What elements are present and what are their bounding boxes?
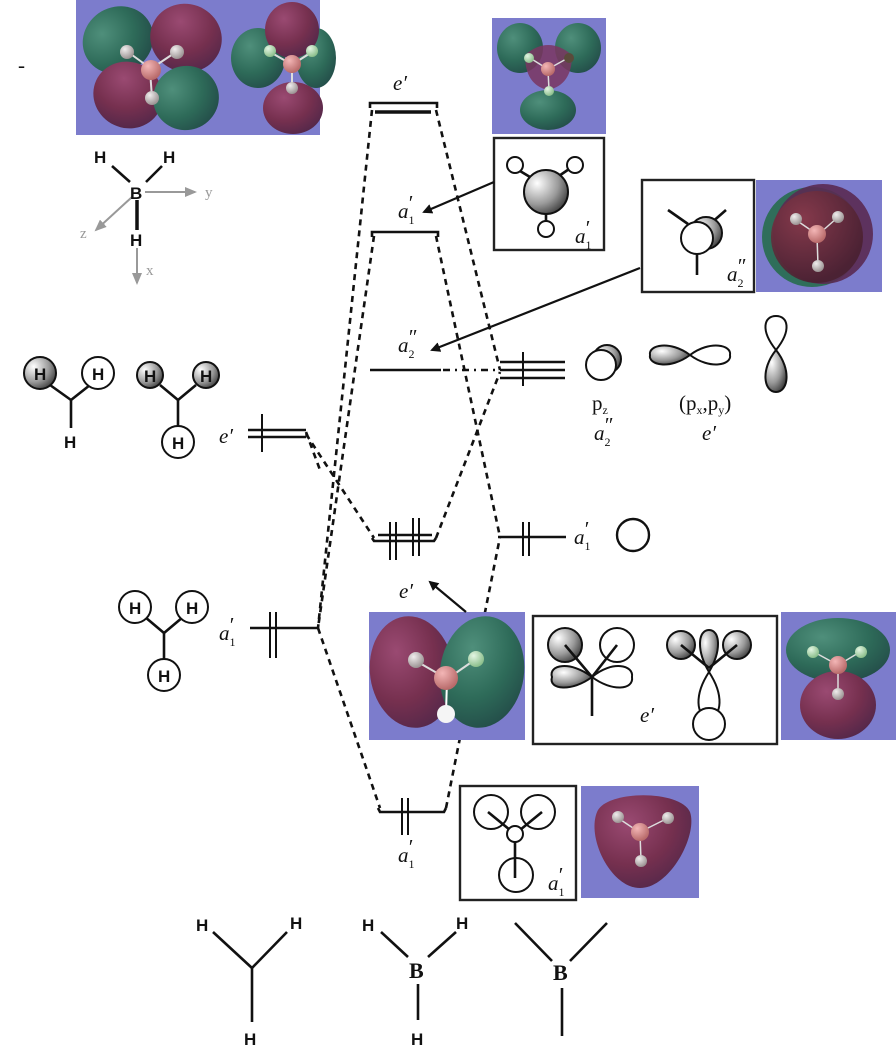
arrow-a1-upper [422,180,495,214]
orbital-render-e-prime-bonding-2 [781,612,896,740]
coord-atom-h1: H [94,148,106,167]
b-label-e-prime: e′ [702,421,716,445]
mo-level-e-prime-bonding: e′ [370,518,438,603]
mo-level-e-prime-antibonding: e′ [368,71,439,114]
b-atom: B [409,958,424,983]
mo-label-a1-prime-lower: a1′ [398,835,415,871]
h3-e-prime-group-orbital-2: H H H [136,361,220,459]
arrow-e-prime-bonding [428,580,467,613]
h3-label-e-prime: e′ [219,424,233,448]
b-pz-orbital: pz a2″ [585,344,622,449]
orbital-render-e-prime-antibonding-pair [76,0,336,135]
mo-level-a1-prime-antibonding: a1′ [370,191,440,237]
sketch-a1-prime-antibonding: a1′ [492,136,606,252]
arrow-a2 [430,266,641,352]
sketch-label-a1-upper: a1′ [575,216,592,252]
h-atom: H [144,367,156,386]
orbital-render-e-prime-bonding [369,612,525,740]
fragment-level-b-2s: a1′ [498,517,651,556]
h-atom: H [411,1030,423,1049]
h-atom: H [129,599,141,618]
sketch-label-a2: a2″ [727,254,746,290]
h-atom: H [172,434,184,453]
mo-level-a1-prime-bonding: a1′ [376,798,448,871]
correlation-lines [304,109,502,809]
fragment-level-h3-a1-prime: a1′ [219,612,318,658]
h-atom: H [200,367,212,386]
h3-a1-prime-group-orbital: H H H [118,590,209,692]
axis-y-label: y [205,185,213,201]
h-atom: H [158,667,170,686]
h-atom: H [64,433,76,452]
h-atom: H [196,916,208,935]
coordinate-system: H H B H x y z [80,148,213,285]
sketch-a1-prime-bonding: a1′ [458,784,578,902]
h-atom: H [186,599,198,618]
h-atom: H [362,916,374,935]
coord-atom-b: B [130,184,142,203]
b-px-py-orbitals: (px,py) e′ [648,314,788,445]
orbital-render-a2-dprime [756,180,882,292]
fragment-level-b-2p [500,352,565,386]
dash-mark: - [18,53,25,77]
b-atom: B [553,960,568,985]
coord-atom-h2: H [163,148,175,167]
fragment-level-h3-e-prime: e′ [219,414,306,452]
axis-x-label: x [146,263,154,279]
s-orbital-icon [615,517,651,553]
mo-label-a2-dprime: a2″ [398,325,417,361]
h3-e-prime-group-orbital-1: H H H [23,356,115,452]
b-label-pxpy: (px,py) [679,391,731,417]
structure-bh3: H H B H [362,914,468,1049]
h-atom: H [92,365,104,384]
structure-b: B [514,922,608,1036]
mo-label-e-prime-top: e′ [393,71,407,95]
b-label-pz: pz [592,391,608,417]
sketch-a2-dprime: a2″ [640,178,756,294]
h-atom: H [34,365,46,384]
h-atom: H [244,1030,256,1049]
h3-label-a1-prime: a1′ [219,613,236,649]
b-label-a2-dprime: a2″ [594,413,613,449]
coord-atom-h3: H [130,231,142,250]
mo-label-e-prime-bonding: e′ [399,579,413,603]
h-atom: H [456,914,468,933]
axis-z-label: z [80,226,87,242]
mo-level-a2-dprime-nonbonding: a2″ [370,325,500,372]
sketch-label-a1-lower: a1′ [548,863,565,899]
b-label-a1-prime: a1′ [574,517,591,553]
orbital-render-a1-antibonding [492,18,606,134]
sketch-label-e-prime: e′ [640,703,654,727]
structure-h3: H H H [196,914,302,1049]
orbital-render-a1-prime-bonding [581,786,699,898]
h-atom: H [290,914,302,933]
mo-label-a1-prime-upper: a1′ [398,191,415,227]
sketch-e-prime-bonding: e′ [531,614,779,746]
